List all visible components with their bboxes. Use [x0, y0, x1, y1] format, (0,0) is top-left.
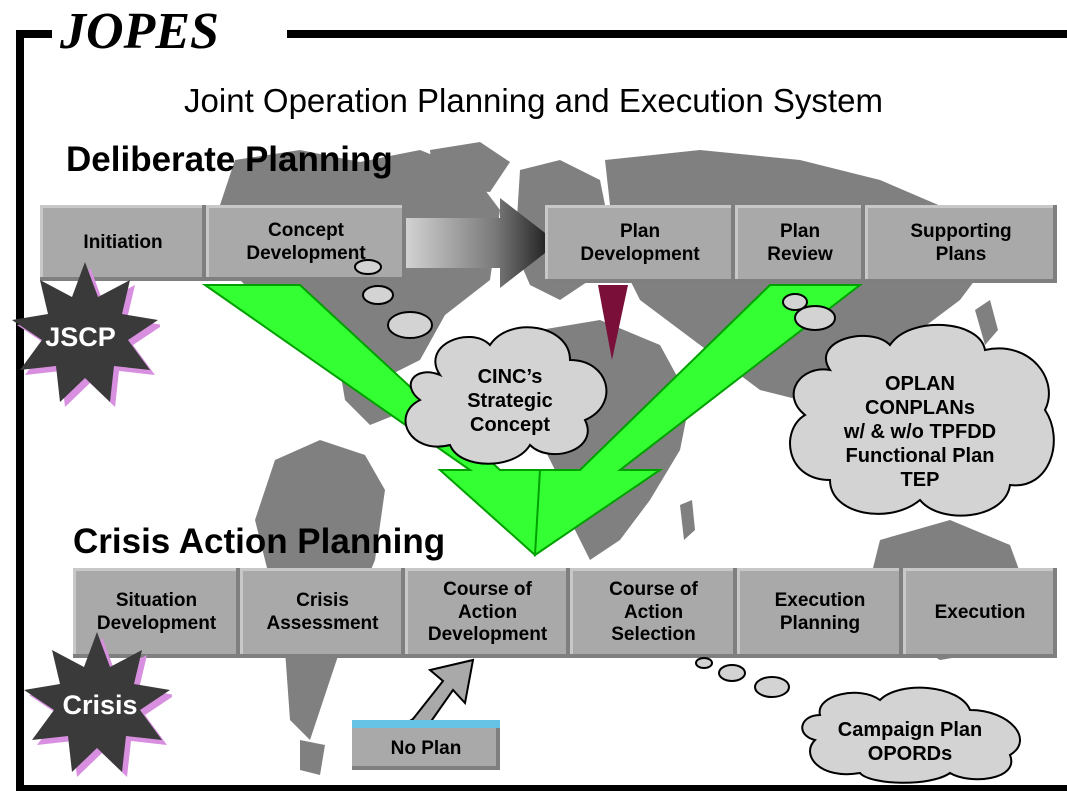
crisis-action-planning-title: Crisis Action Planning: [73, 522, 446, 561]
no-plan-arrow: [391, 658, 475, 731]
cinc-cloud-text: CINC’s Strategic Concept: [467, 366, 553, 436]
campaign-cloud-text: Campaign Plan OPORDs: [837, 719, 983, 765]
phase-supporting-plans: Supporting Plans: [865, 205, 1057, 283]
jscp-label: JSCP: [45, 322, 116, 352]
phase-initiation: Initiation: [40, 205, 206, 281]
deliberate-planning-title: Deliberate Planning: [66, 140, 393, 179]
frame-top-left-line: [16, 30, 52, 38]
frame-left-line: [16, 30, 24, 791]
phase-execution-planning: Execution Planning: [737, 568, 903, 658]
campaign-thought-cloud: [695, 657, 1021, 784]
no-plan-box: No Plan: [352, 720, 500, 770]
frame-bottom-line: [16, 785, 1067, 791]
page-subtitle: Joint Operation Planning and Execution S…: [184, 82, 883, 119]
phase-execution: Execution: [903, 568, 1057, 658]
oplan-thought-cloud: [782, 293, 1055, 517]
phase-crisis-assessment: Crisis Assessment: [240, 568, 405, 658]
crisis-label: Crisis: [62, 690, 138, 720]
flow-arrow-gray: [400, 198, 558, 288]
phase-plan-development: Plan Development: [545, 205, 735, 283]
phase-plan-review: Plan Review: [735, 205, 865, 283]
frame-top-line: [287, 30, 1067, 38]
phase-situation-development: Situation Development: [73, 568, 240, 658]
oplan-cloud-text: OPLAN CONPLANs w/ & w/o TPFDD Functional…: [843, 373, 997, 491]
phase-coa-development: Course of Action Development: [405, 568, 570, 658]
phase-coa-selection: Course of Action Selection: [570, 568, 737, 658]
jscp-star-icon: [12, 262, 160, 407]
jopes-logo-title: JOPES: [60, 3, 219, 60]
crisis-star-icon: [24, 632, 172, 777]
cinc-thought-cloud: [354, 259, 608, 465]
